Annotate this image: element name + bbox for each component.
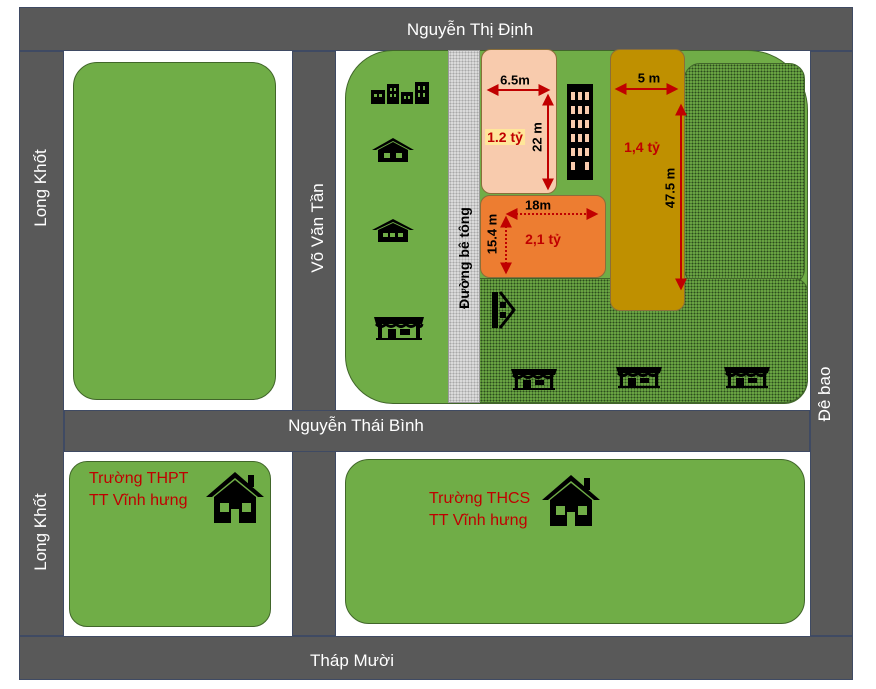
plot-a-price: 1.2 tỷ (485, 129, 525, 145)
block-top-left (73, 62, 276, 400)
road-right (810, 51, 853, 636)
buildings-icon (371, 82, 429, 104)
road-left (19, 51, 64, 636)
shop-side-icon (492, 291, 516, 329)
road-top (19, 7, 853, 51)
road-bottom (19, 636, 853, 680)
high-school-label: Trường THPT TT Vĩnh hưng (89, 468, 188, 512)
office-tower-icon (567, 84, 593, 180)
plot-b-width-label: 18m (524, 197, 552, 213)
plot-b-price: 2,1 tỷ (525, 231, 561, 247)
road-label-top: Nguyễn Thị Định (406, 20, 534, 39)
secondary-school-label: Trường THCS TT Vĩnh hưng (429, 488, 530, 532)
road-label-bottom: Tháp Mười (310, 651, 394, 670)
concrete-lane (448, 50, 480, 403)
plot-a-depth-label: 22 m (529, 122, 545, 152)
shop-icon (724, 367, 770, 388)
house-icon (372, 219, 414, 242)
shop-icon (374, 317, 424, 340)
plot-c-price: 1,4 tỷ (624, 139, 660, 155)
shop-icon (511, 369, 557, 390)
road-middle-horizontal (64, 410, 810, 452)
plot-c-width-label: 5 m (637, 70, 661, 86)
shop-icon (616, 367, 662, 388)
school-house-icon (206, 472, 264, 523)
road-label-middle-horizontal: Nguyễn Thái Bình (288, 416, 424, 435)
road-middle-vertical (292, 51, 336, 636)
secondary-school-line2: TT Vĩnh hưng (429, 512, 528, 529)
plot-c-depth-label: 47.5 m (662, 167, 678, 209)
school-house-icon (542, 475, 600, 526)
hatched-area-right (684, 63, 805, 285)
plot-b-depth-label: 15.4 m (484, 213, 500, 255)
high-school-line2: TT Vĩnh hưng (89, 492, 188, 509)
high-school-line1: Trường THPT (89, 470, 189, 487)
secondary-school-line1: Trường THCS (429, 490, 531, 507)
plot-a-width-label: 6.5m (500, 72, 530, 88)
house-icon (372, 138, 414, 162)
